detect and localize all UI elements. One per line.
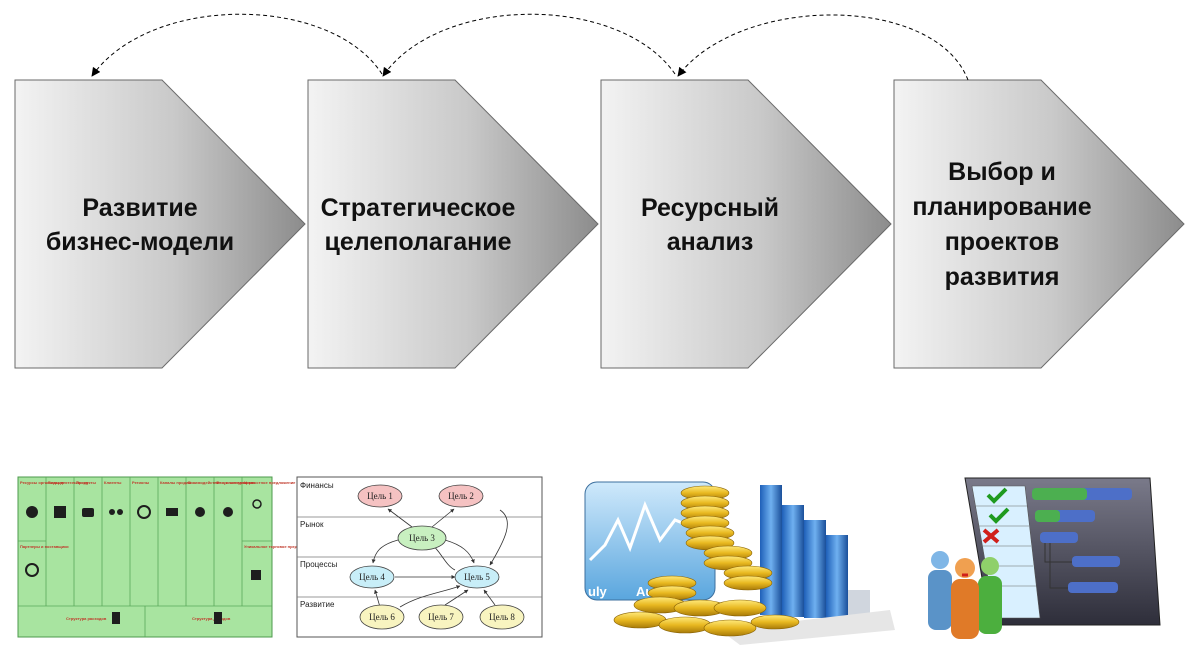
step-4-line-3: проектов [945,228,1060,256]
goal-5: Цель 5 [454,565,500,589]
bmc-col-6: Каналы продаж [160,480,191,485]
check-icon-2 [988,507,1010,524]
bmc-col-2: Виды деятельности [48,480,89,485]
step-4-line-2: планирование [912,193,1091,221]
strategy-goal-map: Финансы Рынок Процессы Развитие Цель 1 Ц… [296,476,543,638]
cross-icon [982,528,1000,544]
step-3-line-2: анализ [667,228,754,256]
svg-text:Цель 8: Цель 8 [489,612,515,622]
step-4-line-4: развития [945,263,1060,291]
bmc-col-8: Фокус конкуренции [216,480,255,485]
bmc-col-7: Взаимодействие с клиентами [188,480,248,485]
process-step-2: Стратегическое целеполагание [307,79,599,369]
team-people-icon [928,551,1002,639]
step-4-line-1: Выбор и [948,158,1056,186]
goal-7: Цель 7 [418,604,464,630]
screen-label-1: uly [588,584,608,599]
project-planning-illustration [928,477,1161,639]
bmc-col-5: Регионы [132,480,150,485]
bmc-icons [25,499,262,624]
map-row-processes: Процессы [300,560,338,569]
goal-2: Цель 2 [438,484,484,508]
coin-stacks-icon [613,485,800,637]
step-1-line-1: Развитие [82,194,197,222]
bmc-costs: Структура расходов [66,616,107,621]
svg-text:Цель 4: Цель 4 [359,572,385,582]
svg-text:Цель 3: Цель 3 [409,533,435,543]
goal-8: Цель 8 [479,604,525,630]
bar-columns-icon [720,485,895,645]
goal-3: Цель 3 [397,525,447,551]
goal-1: Цель 1 [357,484,403,508]
process-step-3: Ресурсный анализ [600,79,892,369]
map-row-development: Развитие [300,600,335,609]
bmc-revenue: Структура доходов [192,616,231,621]
step-3-line-1: Ресурсный [641,194,779,222]
svg-text:Цель 7: Цель 7 [428,612,454,622]
goal-6: Цель 6 [359,604,405,630]
svg-text:Цель 2: Цель 2 [448,491,474,501]
resource-illustration: uly Au [584,481,895,645]
process-step-1: Развитие бизнес-модели [14,79,306,369]
bmc-col-3: Продукты [76,480,96,485]
step-2-line-2: целеполагание [325,228,512,256]
business-model-canvas: Ресурсы организации Виды деятельности Пр… [17,476,315,638]
step-2-line-1: Стратегическое [321,194,516,222]
process-step-4: Выбор и планирование проектов развития [893,79,1185,369]
step-1-line-2: бизнес-модели [46,228,234,256]
gantt-bars [1032,488,1132,593]
bmc-partners: Партнеры и поставщики [20,544,69,549]
bmc-col-9: Ценностное предложение [244,480,296,485]
bmc-col-4: Клиенты [104,480,122,485]
map-row-finance: Финансы [300,481,334,490]
feedback-arrow-4-to-3 [677,14,969,81]
svg-text:Цель 1: Цель 1 [367,491,393,501]
svg-text:Цель 6: Цель 6 [369,612,395,622]
map-row-market: Рынок [300,520,324,529]
feedback-arrow-2-to-1 [91,13,383,77]
bmc-col-1: Ресурсы организации [20,480,64,485]
svg-text:Цель 5: Цель 5 [464,572,490,582]
feedback-arrow-3-to-2 [382,13,676,77]
bmc-usp: Уникальное торговое предложение [244,544,315,549]
goal-4: Цель 4 [349,565,395,589]
check-icon [986,487,1008,504]
